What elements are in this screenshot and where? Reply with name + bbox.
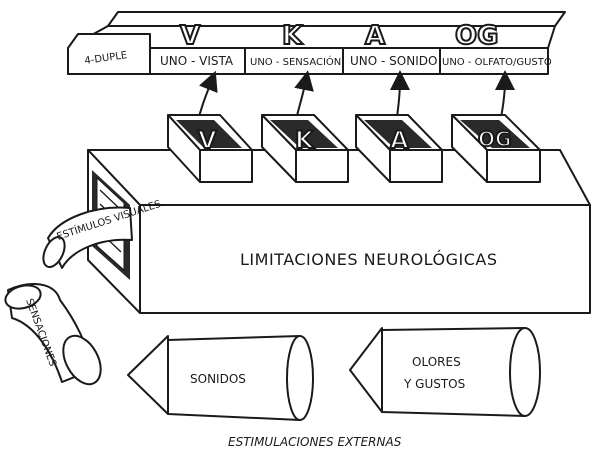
- label-uno-olfato: UNO - OLFATO/GUSTO: [442, 57, 552, 68]
- tube-sensaciones: SENSACIONES: [4, 283, 102, 386]
- top-letter-v: V: [180, 21, 200, 51]
- tray-3: A: [355, 114, 443, 183]
- tube-olores: OLORES Y GUSTOS: [349, 327, 541, 417]
- label-uno-sensacion: UNO - SENSACIÓN: [250, 55, 341, 68]
- tray-letter-k: K: [295, 126, 315, 154]
- label-uno-vista: UNO - VISTA: [160, 54, 234, 68]
- caption: ESTIMULACIONES EXTERNAS: [228, 435, 402, 449]
- top-letter-og: OG: [455, 21, 498, 51]
- tube-sonidos: SONIDOS: [127, 335, 314, 421]
- tray-letter-v: V: [198, 126, 217, 154]
- label-olores-1: OLORES: [412, 355, 461, 369]
- tray-2: K: [261, 114, 349, 183]
- top-strip: V K A OG 4-DUPLE UNO - VISTA UNO - SENSA…: [67, 11, 566, 75]
- tray-4: OG: [451, 114, 541, 183]
- label-limitaciones: LIMITACIONES NEUROLÓGICAS: [240, 250, 497, 269]
- tray-letter-a: A: [390, 126, 409, 154]
- neuro-box: LIMITACIONES NEUROLÓGICAS: [87, 149, 591, 314]
- label-uno-sonido: UNO - SONIDO: [350, 54, 437, 68]
- label-olores-2: Y GUSTOS: [403, 377, 465, 391]
- tray-letter-og: OG: [478, 127, 511, 151]
- label-sonidos: SONIDOS: [190, 372, 246, 386]
- top-letter-a: A: [365, 21, 385, 51]
- top-letter-k: K: [282, 21, 303, 51]
- tray-1: V: [167, 114, 253, 183]
